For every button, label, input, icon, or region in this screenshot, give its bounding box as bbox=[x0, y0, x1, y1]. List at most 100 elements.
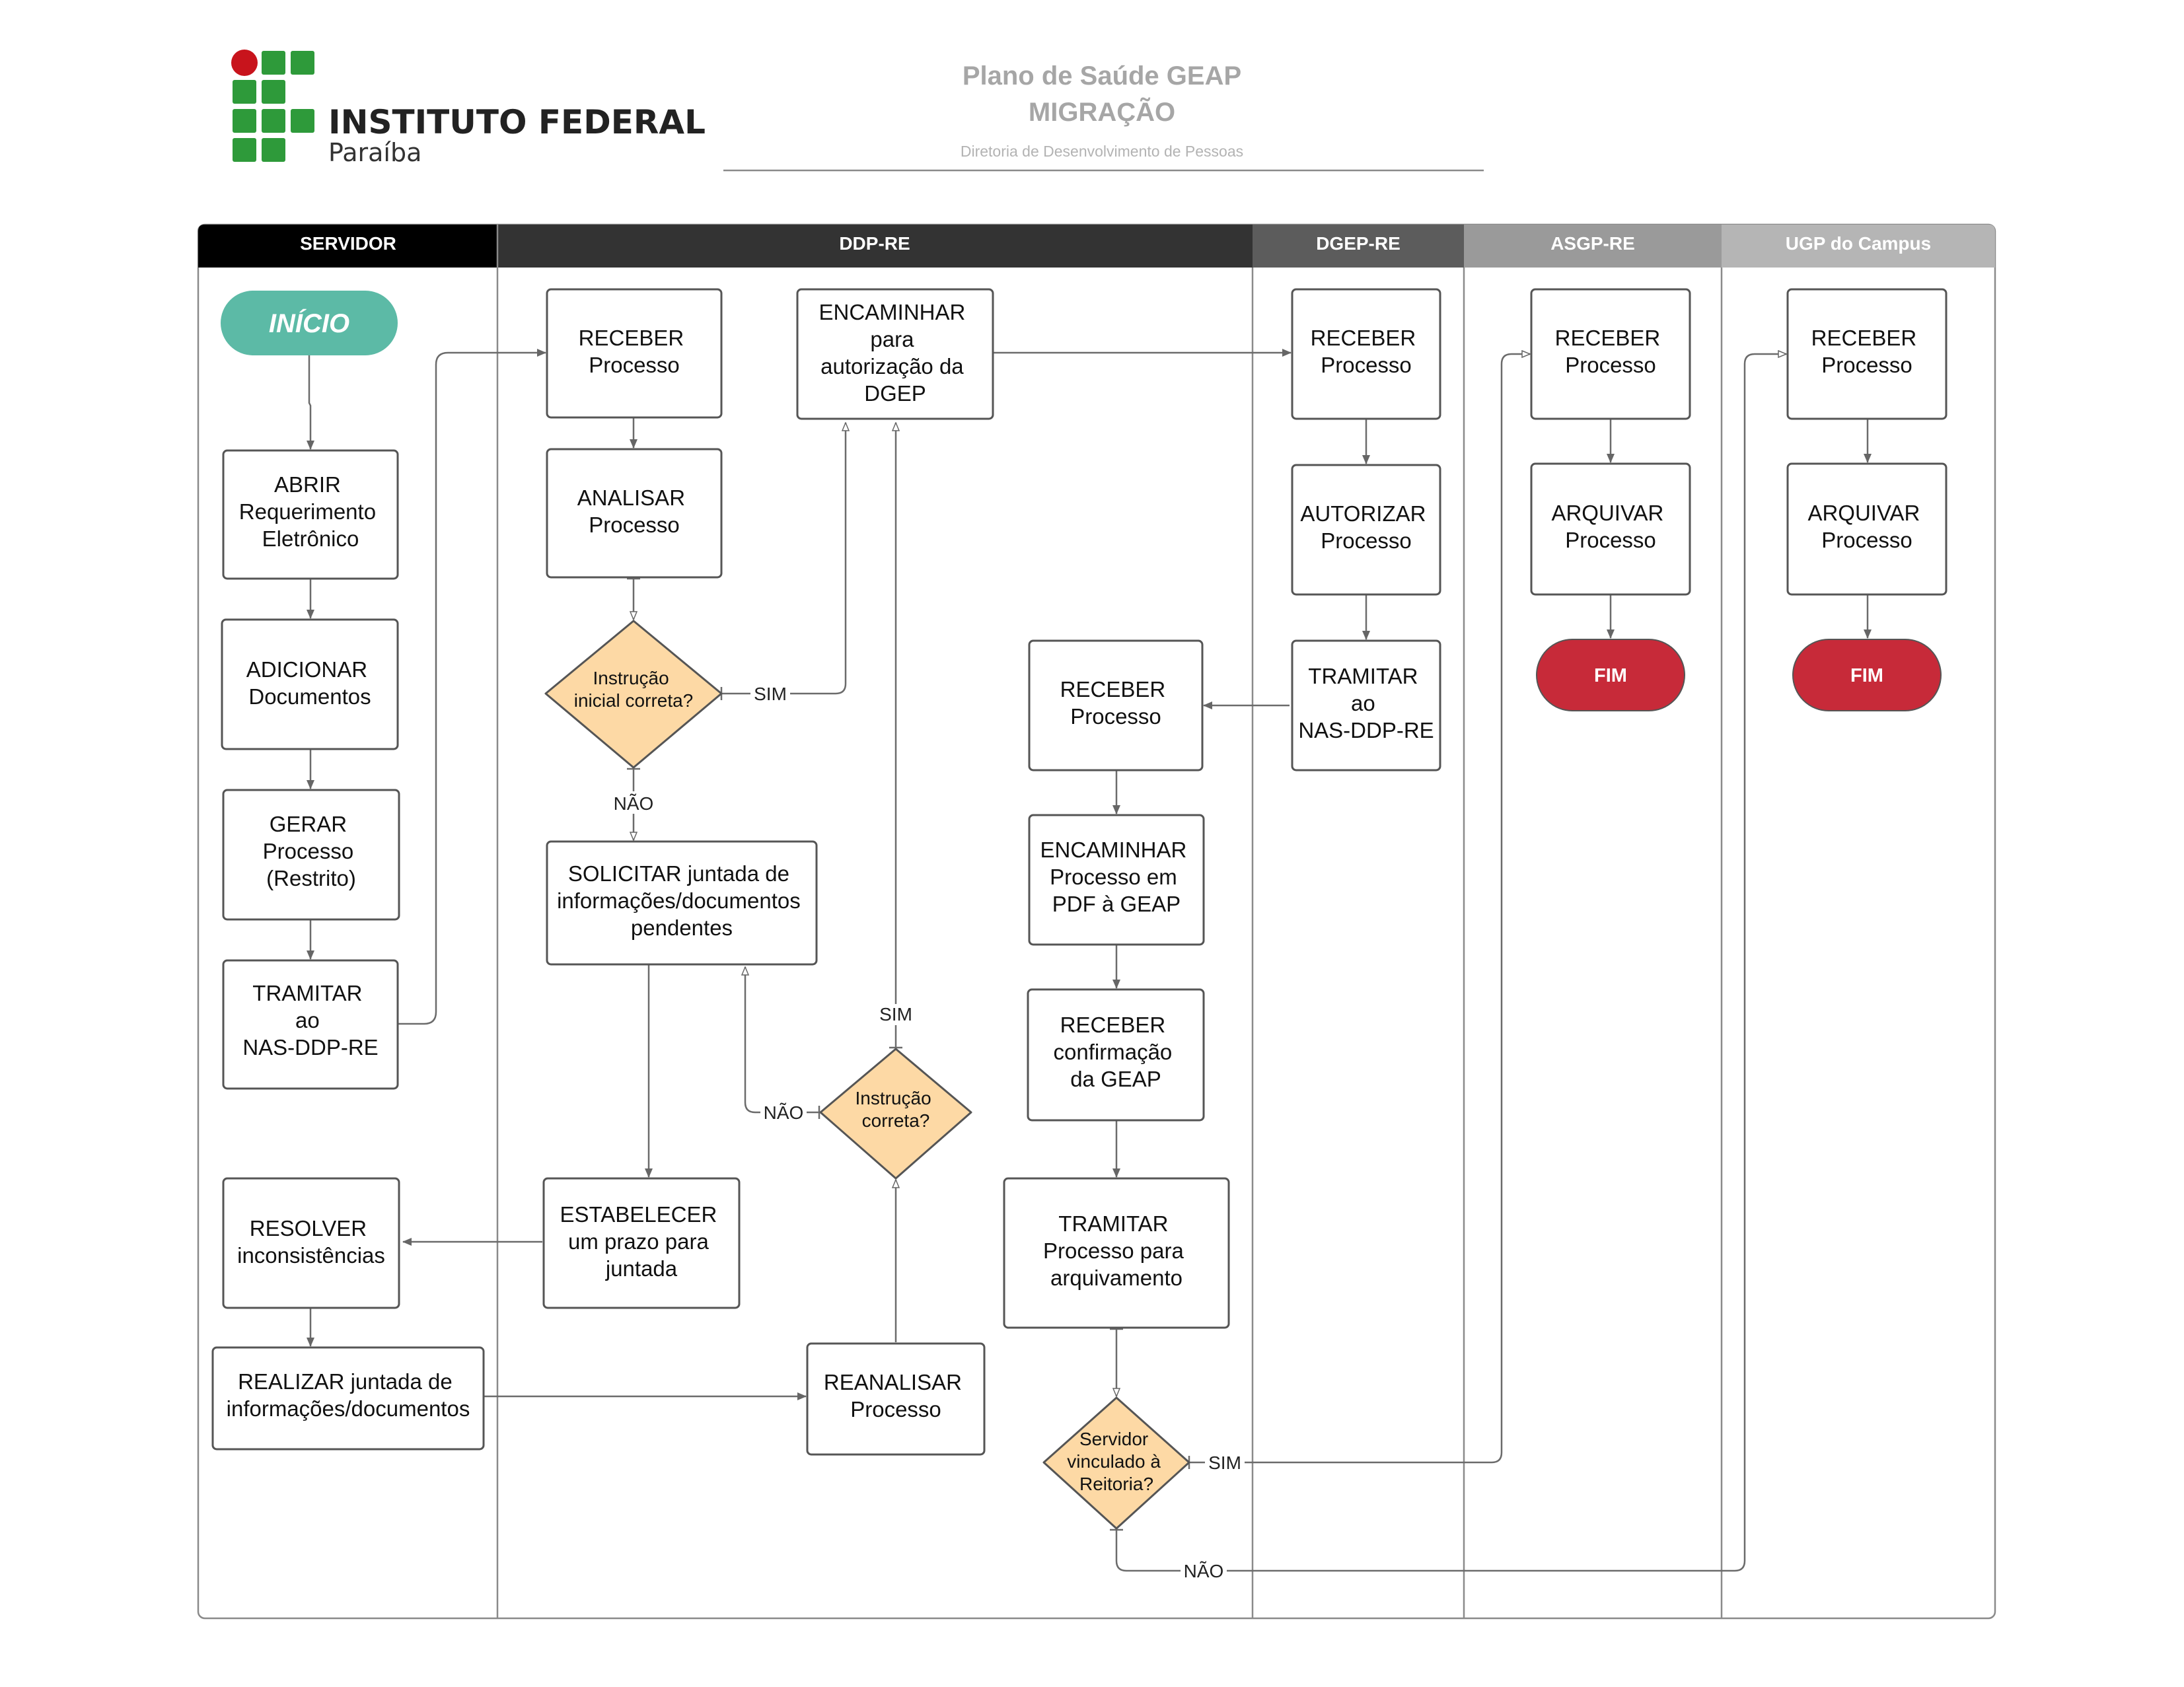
edge-label-sim: SIM bbox=[1208, 1453, 1241, 1473]
encaminhar-geap-label: ENCAMINHAR Processo em PDF à GEAP bbox=[1040, 838, 1192, 916]
receber-processo-ddp-box bbox=[546, 288, 723, 419]
lane-label-servidor: SERVIDOR bbox=[300, 233, 396, 254]
estabelecer-prazo-box bbox=[542, 1177, 741, 1309]
lane-header-asgp bbox=[1464, 225, 1722, 268]
edge-instrucao-sim-encaminhar bbox=[721, 423, 846, 695]
gerar-processo-label: GERAR Processo (Restrito) bbox=[263, 812, 360, 890]
ifpb-logo bbox=[231, 50, 314, 162]
adicionar-documentos-box bbox=[221, 618, 399, 750]
decision-servidor-vinculado-label: Servidor vinculado à Reitoria? bbox=[1067, 1429, 1165, 1494]
end-terminal-asgp bbox=[1536, 639, 1685, 711]
decision-instrucao-correta-label: Instrução correta? bbox=[855, 1088, 937, 1131]
logo-red-dot bbox=[231, 50, 258, 76]
resolver-inconsistencias-label: RESOLVER inconsistências bbox=[237, 1216, 385, 1268]
decision-instrucao-correta bbox=[819, 1048, 972, 1180]
lane-label-ugp: UGP do Campus bbox=[1786, 233, 1931, 254]
receber-processo-ddp2-label: RECEBER Processo bbox=[1060, 677, 1172, 729]
page-subtitle: Diretoria de Desenvolvimento de Pessoas bbox=[961, 143, 1243, 160]
logo-square bbox=[233, 109, 256, 133]
end-label-asgp: FIM bbox=[1594, 665, 1627, 686]
realizar-juntada-box bbox=[211, 1346, 485, 1451]
edge-label-nao: NÃO bbox=[614, 793, 654, 814]
tramitar-dgep-box bbox=[1291, 639, 1441, 772]
receber-confirmacao-box bbox=[1027, 988, 1205, 1122]
lane-header-dgep bbox=[1253, 225, 1464, 268]
edge-instrucao2-nao-solicitar bbox=[745, 967, 819, 1114]
receber-processo-ugp-box bbox=[1786, 288, 1947, 420]
arquivar-processo-asgp-label: ARQUIVAR Processo bbox=[1551, 501, 1669, 552]
receber-processo-ddp2-box bbox=[1028, 639, 1204, 772]
edge-label-sim: SIM bbox=[879, 1004, 912, 1024]
analisar-processo-box bbox=[546, 448, 723, 579]
solicitar-juntada-box bbox=[546, 840, 818, 966]
reanalisar-processo-box bbox=[806, 1342, 986, 1456]
logo-square bbox=[291, 109, 314, 133]
tramitar-servidor-box bbox=[222, 959, 399, 1090]
lane-header-servidor bbox=[198, 225, 497, 268]
lane-label-asgp: ASGP-RE bbox=[1550, 233, 1635, 254]
edge-label-bg bbox=[876, 1004, 916, 1025]
edge-label-nao: NÃO bbox=[764, 1102, 804, 1123]
flow-edges bbox=[307, 349, 1872, 1572]
autorizar-processo-label: AUTORIZAR Processo bbox=[1300, 501, 1432, 553]
receber-processo-dgep-label: RECEBER Processo bbox=[1311, 326, 1422, 377]
org-campus: Paraíba bbox=[328, 138, 421, 167]
start-label: INÍCIO bbox=[269, 308, 349, 338]
autorizar-processo-box bbox=[1291, 464, 1441, 596]
decision-instrucao-inicial bbox=[544, 620, 723, 769]
lane-header-ddp bbox=[497, 225, 1253, 268]
end-label-ugp: FIM bbox=[1850, 665, 1883, 686]
logo-square bbox=[262, 80, 285, 104]
receber-processo-dgep-box bbox=[1291, 288, 1441, 420]
edge-vinculado-nao-ugp bbox=[1115, 354, 1786, 1572]
resolver-inconsistencias-box bbox=[222, 1177, 400, 1309]
realizar-juntada-label: REALIZAR juntada de informações/document… bbox=[227, 1369, 470, 1421]
edge-label-bg bbox=[610, 791, 657, 814]
edge-label-bg bbox=[1205, 1452, 1245, 1473]
logo-square bbox=[262, 51, 285, 75]
adicionar-documentos-label: ADICIONAR Documentos bbox=[246, 657, 374, 709]
edge-label-bg bbox=[760, 1102, 807, 1124]
receber-processo-asgp-label: RECEBER Processo bbox=[1555, 326, 1667, 377]
solicitar-juntada-label: SOLICITAR juntada de informações/documen… bbox=[557, 861, 807, 940]
analisar-processo-label: ANALISAR Processo bbox=[577, 485, 691, 537]
logo-square bbox=[233, 80, 256, 104]
tramitar-arquivamento-box bbox=[1003, 1177, 1230, 1329]
abrir-requerimento-label: ABRIR Requerimento Eletrônico bbox=[239, 472, 382, 551]
edge-label-nao: NÃO bbox=[1184, 1561, 1224, 1581]
edge-label-sim: SIM bbox=[754, 684, 787, 704]
logo-square bbox=[291, 51, 314, 75]
receber-processo-asgp-box bbox=[1530, 288, 1691, 420]
edge-tramitar-receber-ddp bbox=[398, 349, 546, 1025]
page-title-line2: MIGRAÇÃO bbox=[1029, 96, 1175, 127]
edge-label-bg bbox=[1181, 1560, 1227, 1581]
gerar-processo-box bbox=[222, 789, 400, 921]
decision-servidor-vinculado bbox=[1042, 1396, 1190, 1530]
reanalisar-processo-label: REANALISAR Processo bbox=[824, 1370, 968, 1421]
encaminhar-dgep-label: ENCAMINHAR para autorização da DGEP bbox=[819, 300, 971, 406]
arquivar-processo-ugp-label: ARQUIVAR Processo bbox=[1807, 501, 1926, 552]
logo-square bbox=[233, 138, 256, 162]
start-terminal bbox=[221, 291, 398, 355]
edge-vinculado-sim-asgp bbox=[1189, 354, 1530, 1464]
arquivar-processo-asgp-box bbox=[1530, 462, 1691, 596]
lane-header-ugp bbox=[1722, 225, 1995, 268]
end-terminal-ugp bbox=[1792, 639, 1942, 711]
logo-square bbox=[262, 138, 285, 162]
receber-confirmacao-label: RECEBER confirmação da GEAP bbox=[1054, 1013, 1179, 1091]
arquivar-processo-ugp-box bbox=[1786, 462, 1947, 596]
page-title: Plano de Saúde GEAP bbox=[963, 61, 1241, 90]
org-name: INSTITUTO FEDERAL bbox=[328, 103, 706, 141]
estabelecer-prazo-label: ESTABELECER um prazo para juntada bbox=[560, 1202, 723, 1281]
lane-label-ddp: DDP-RE bbox=[839, 233, 910, 254]
edge-label-bg bbox=[750, 683, 790, 704]
receber-processo-ugp-label: RECEBER Processo bbox=[1811, 326, 1923, 377]
logo-square bbox=[262, 109, 285, 133]
lane-label-dgep: DGEP-RE bbox=[1316, 233, 1401, 254]
tramitar-arquivamento-label: TRAMITAR Processo para arquivamento bbox=[1043, 1211, 1190, 1290]
encaminhar-dgep-box bbox=[796, 288, 994, 420]
receber-processo-ddp-label: RECEBER Processo bbox=[579, 326, 690, 377]
tramitar-servidor-label: TRAMITAR ao NAS-DDP-RE bbox=[242, 981, 378, 1059]
abrir-requerimento-box bbox=[222, 449, 399, 580]
